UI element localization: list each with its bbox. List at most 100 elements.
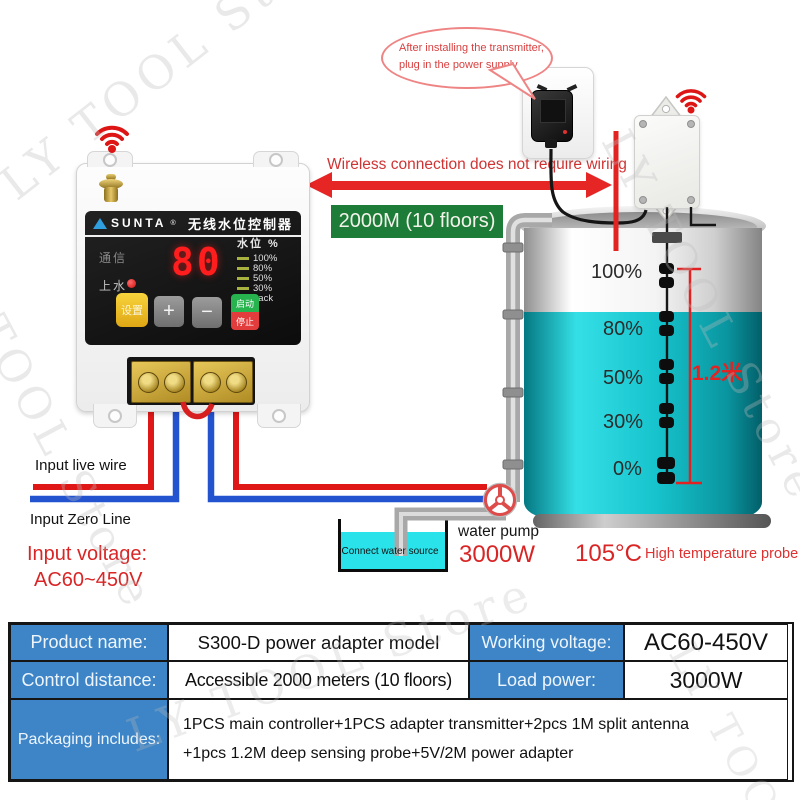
level-row: 30% [237, 282, 297, 294]
case-screw [639, 196, 647, 204]
pump-valve-icon [482, 482, 518, 518]
controller-device: SUNTA ® 无线水位控制器 通信 上水 80 水位 % 100% 80% [76, 151, 310, 428]
adapter-led [563, 130, 567, 134]
water-source-box [338, 519, 448, 572]
water-pump-label: water pump [458, 523, 539, 540]
level-label: 100% [253, 252, 278, 264]
controller-tab-bottom-right [257, 404, 301, 428]
tank-level-80: 80% [603, 318, 644, 340]
set-button[interactable]: 设置 [116, 293, 148, 327]
range-arrow-left-head [306, 172, 332, 198]
terminal-screw [138, 372, 159, 393]
input-zero-label: Input Zero Line [30, 511, 131, 528]
table-row: Control distance: Accessible 2000 meters… [10, 661, 792, 699]
led-bar [237, 266, 249, 270]
antenna-wire [689, 207, 716, 227]
transmitter-box [634, 115, 700, 209]
range-arrow-right-head [586, 172, 612, 198]
level-row: 50% [237, 272, 297, 284]
table-row: Packaging includes: 1PCS main controller… [10, 699, 792, 780]
packaging-value: 1PCS main controller+1PCS adapter transm… [168, 699, 788, 780]
bubble-line-2: plug in the power supply [399, 58, 518, 71]
load-power-label: Load power: [469, 661, 624, 699]
brand-triangle-icon [93, 217, 107, 229]
controller-tab-top-right [253, 151, 299, 167]
power-adapter [531, 90, 573, 142]
start-button-half[interactable]: 启动 [231, 294, 259, 312]
level-label: 80% [253, 262, 273, 274]
terminal-screw [164, 372, 185, 393]
water-source-label: Connect water source [341, 545, 439, 557]
stop-button-half[interactable]: 停止 [231, 312, 259, 330]
antenna-connector [99, 174, 123, 208]
terminal-recess [127, 357, 255, 405]
pump-power-label: 3000W [459, 541, 536, 568]
load-power-value: 3000W [624, 661, 788, 699]
mount-hole [269, 153, 283, 167]
speech-bubble-text: After installing the transmitter, plug i… [383, 29, 551, 73]
level-label: 50% [253, 272, 273, 284]
speech-bubble-tail [487, 62, 536, 100]
brand-reg-mark: ® [170, 219, 176, 227]
terminal-jumper-wire [180, 401, 215, 420]
start-stop-button[interactable]: 启动 停止 [231, 294, 259, 330]
product-name-value: S300-D power adapter model [168, 624, 469, 661]
controller-panel: SUNTA ® 无线水位控制器 通信 上水 80 水位 % 100% 80% [85, 211, 301, 345]
packaging-line-2: +1pcs 1.2M deep sensing probe+5V/2M powe… [183, 744, 574, 762]
product-name-label: Product name: [10, 624, 168, 661]
antenna-stem [104, 187, 118, 202]
adapter-neck [545, 139, 557, 148]
wifi-icon [95, 125, 129, 153]
power-wires [30, 402, 487, 503]
input-live-label: Input live wire [35, 457, 127, 474]
brand-name: SUNTA [111, 216, 167, 230]
antenna-ring [99, 179, 123, 189]
led-bar [237, 276, 249, 280]
tank-depth-label: 1.2米 [692, 362, 743, 385]
fill-led [127, 279, 136, 288]
fill-label: 上水 [99, 279, 128, 293]
working-voltage-label: Working voltage: [469, 624, 624, 661]
control-distance-value: Accessible 2000 meters (10 floors) [168, 661, 469, 699]
seven-segment-display: 80 [171, 240, 223, 284]
terminal-screw [200, 372, 221, 393]
packaging-line-1: 1PCS main controller+1PCS adapter transm… [183, 715, 690, 733]
tank-upper-band [524, 228, 762, 312]
table-row: Product name: S300-D power adapter model… [10, 624, 792, 661]
probe-temp-label: 105°C [575, 540, 642, 567]
terminal-screw [226, 372, 247, 393]
brand-logo: SUNTA ® [93, 216, 176, 230]
terminal-block [193, 361, 253, 403]
water-pipe [394, 213, 552, 556]
case-screw [687, 196, 695, 204]
plus-button[interactable]: + [154, 296, 184, 327]
level-label: Lack [253, 292, 274, 304]
level-row: 80% [237, 262, 297, 274]
adapter-label-panel [540, 99, 566, 123]
minus-button[interactable]: − [192, 297, 222, 328]
distance-badge: 2000M (10 floors) [331, 205, 503, 238]
range-arrow-shaft [332, 181, 586, 190]
led-bar [237, 256, 249, 260]
mount-hole [272, 409, 286, 423]
comm-label: 通信 [99, 251, 128, 265]
led-bar [237, 286, 249, 290]
depth-measure-line [676, 267, 702, 485]
tank-level-50: 50% [603, 367, 644, 389]
input-voltage-value: AC60~450V [34, 569, 143, 591]
adapter-cable [549, 148, 648, 225]
panel-title: 无线水位控制器 [187, 216, 293, 232]
input-voltage-label: Input voltage: [27, 543, 148, 565]
bubble-line-1: After installing the transmitter, [399, 42, 544, 54]
controller-tab-bottom-left [93, 404, 137, 428]
wifi-icon [675, 89, 707, 114]
panel-header: SUNTA ® 无线水位控制器 [85, 211, 301, 237]
case-screw [687, 120, 695, 128]
level-label: 30% [253, 282, 273, 294]
mount-hole [108, 409, 122, 423]
sensor-probe-cable [652, 207, 682, 484]
mount-hole [103, 153, 117, 167]
transmitter-mount-tabs [648, 95, 684, 222]
